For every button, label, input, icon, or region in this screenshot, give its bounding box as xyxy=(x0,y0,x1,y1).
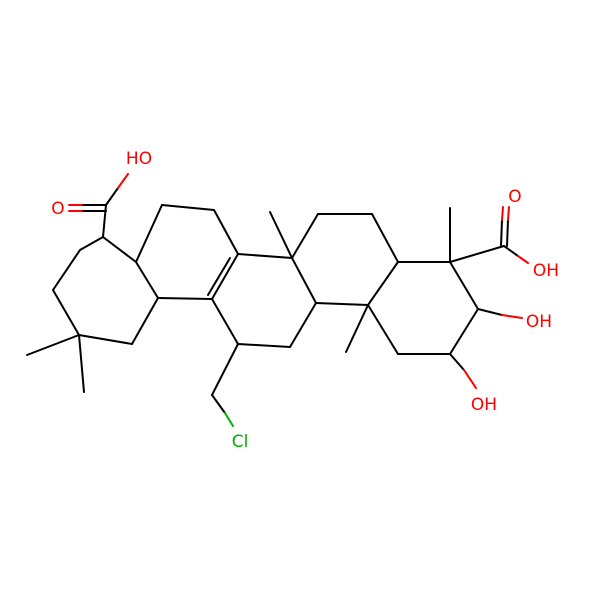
hydroxyl-label: OH xyxy=(533,261,559,281)
bond xyxy=(102,204,107,238)
bond xyxy=(213,209,239,255)
hydroxyl-label: OH xyxy=(471,395,497,415)
bond xyxy=(449,308,479,355)
bond xyxy=(449,261,479,310)
double-bond-inner xyxy=(207,257,231,296)
hydroxyl-upper xyxy=(477,308,523,319)
bond xyxy=(117,173,129,189)
bond xyxy=(291,213,319,259)
carbonyl-bond xyxy=(507,206,510,221)
methyl-bond xyxy=(78,334,85,393)
double-bond xyxy=(211,253,239,300)
methyl-bond xyxy=(26,334,80,356)
bond xyxy=(131,297,159,345)
bond xyxy=(237,343,291,348)
carbonyl-bond xyxy=(500,219,503,247)
bond xyxy=(105,187,119,206)
bond xyxy=(371,213,399,263)
hydroxyl-label: HO xyxy=(126,149,152,169)
bond xyxy=(211,298,239,345)
bond xyxy=(237,253,293,259)
bond xyxy=(367,261,399,306)
carbonyl-bond xyxy=(501,206,504,221)
bond xyxy=(503,245,519,257)
bond xyxy=(211,394,226,414)
bond xyxy=(78,334,133,345)
methyl-bond xyxy=(345,304,369,353)
bond xyxy=(52,249,81,291)
carboxylic-acid-left xyxy=(68,173,129,238)
methyl-bond xyxy=(269,211,293,259)
bond xyxy=(449,353,465,371)
carbonyl-bond xyxy=(506,219,509,247)
hydroxyl-label: OH xyxy=(526,312,552,332)
ring-a xyxy=(52,236,159,345)
bond xyxy=(289,302,317,348)
bond xyxy=(135,204,163,263)
bond xyxy=(224,412,234,427)
bond xyxy=(157,297,213,300)
bond xyxy=(463,369,477,389)
ring-b xyxy=(135,204,239,300)
hydroxyl-lower xyxy=(449,353,477,389)
oxygen-label: O xyxy=(51,199,64,219)
bond xyxy=(477,308,503,316)
bond xyxy=(367,304,399,355)
ring-e xyxy=(367,261,479,355)
bond xyxy=(501,314,523,319)
chlorine-label: Cl xyxy=(232,432,249,452)
oxygen-label: O xyxy=(508,187,521,207)
bond xyxy=(161,204,215,211)
bond xyxy=(102,236,137,263)
bond xyxy=(211,343,239,396)
chloromethyl-group xyxy=(211,343,239,427)
carboxylic-acid-right xyxy=(449,206,529,264)
gem-dimethyl xyxy=(26,334,85,393)
bond xyxy=(79,236,104,251)
bond xyxy=(315,302,369,306)
bond xyxy=(517,255,529,264)
bond xyxy=(449,245,505,263)
bond xyxy=(135,261,159,299)
ring-c xyxy=(211,253,317,348)
bond xyxy=(52,289,80,336)
bond xyxy=(291,257,317,304)
ring-d xyxy=(291,213,399,306)
